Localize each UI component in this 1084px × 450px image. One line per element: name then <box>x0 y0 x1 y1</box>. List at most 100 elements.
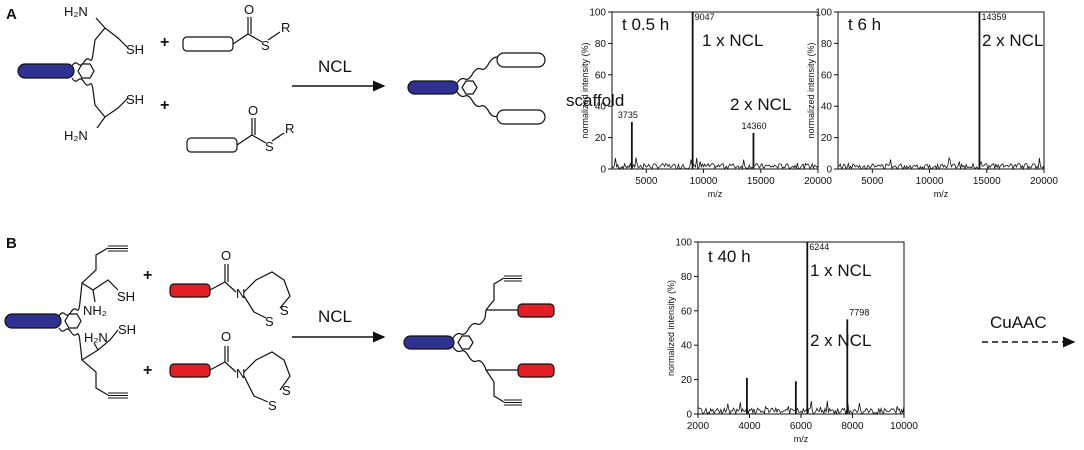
s-b-2a: S <box>282 383 291 398</box>
o-b-2: O <box>221 329 231 344</box>
thiol-top-a: SH <box>126 42 144 57</box>
scaffold-bar-b <box>4 313 62 329</box>
plot-frame <box>697 241 905 415</box>
thiazepane-bonds-b-2 <box>209 346 291 403</box>
y-axis-title: normalized intensity (%) <box>580 42 590 138</box>
s-b-2b: S <box>268 398 277 413</box>
thioester-s-a-1: S <box>261 38 270 53</box>
n-b-2: N <box>236 366 245 381</box>
h2n-b: H₂N <box>84 330 108 345</box>
y-axis-title: normalized intensity (%) <box>806 42 816 138</box>
peak-label: 14359 <box>981 12 1006 22</box>
spectrum-title: t 40 h <box>708 247 751 266</box>
alkyne-b-bottom <box>108 392 128 399</box>
peak-label: 14360 <box>741 121 766 131</box>
y-axis-title: normalized intensity (%) <box>666 280 676 376</box>
y-tick-label: 0 <box>826 165 832 176</box>
hexagon-a-product <box>461 80 478 95</box>
thiol-bottom-a: SH <box>126 92 144 107</box>
scaffold-bar-b-product <box>403 335 455 350</box>
cys-bond-a-top <box>94 17 129 49</box>
panel-b-label: B <box>6 235 17 252</box>
x-tick-label: 10000 <box>690 176 718 187</box>
y-tick-label: 20 <box>595 133 607 144</box>
product-b-linker-top <box>452 277 518 339</box>
x-tick-label: 15000 <box>747 176 775 187</box>
y-tick-label: 0 <box>600 165 606 176</box>
scaffold-bar-a-product <box>407 80 459 95</box>
x-tick-label: 8000 <box>841 421 864 432</box>
thioester-bonds-a-1 <box>232 17 281 45</box>
panel-a-label: A <box>6 6 17 23</box>
plus-b-2: + <box>143 362 152 379</box>
plus-a-2: + <box>160 97 169 114</box>
peak-label: 6244 <box>809 242 829 252</box>
red-peptide-b-1 <box>169 283 211 298</box>
peak-annotation: 2 x NCL <box>810 331 871 350</box>
x-tick-label: 20000 <box>804 176 832 187</box>
y-tick-label: 60 <box>821 70 833 81</box>
x-axis-title: m/z <box>934 189 949 199</box>
red-peptide-b-2 <box>169 363 211 378</box>
thiazepane-bonds-b-1 <box>209 264 291 319</box>
panel-a: A H₂N SH H₂N SH + + O S R O S R NCL <box>6 2 546 154</box>
s-b-1a: S <box>280 303 289 318</box>
noise-trace <box>697 400 905 416</box>
product-a-linker-bottom <box>456 91 498 118</box>
peak-label: 7798 <box>849 307 869 317</box>
thioester-s-a-2: S <box>265 139 274 154</box>
sh-b-bottom: SH <box>118 322 136 337</box>
product-a-peptide-bottom <box>496 109 546 125</box>
thioester-bonds-a-2 <box>236 118 285 146</box>
y-tick-label: 40 <box>595 102 607 113</box>
product-b-alkyne-bottom <box>504 399 522 406</box>
noise-trace <box>837 156 1045 171</box>
amine-bottom-a: H₂N <box>64 128 88 143</box>
y-tick-label: 100 <box>815 8 832 19</box>
x-tick-label: 10000 <box>916 176 944 187</box>
x-tick-label: 6000 <box>790 421 813 432</box>
product-a-linker-top <box>456 56 498 84</box>
spectrum-title: t 0.5 h <box>622 15 669 34</box>
x-tick-label: 5000 <box>635 176 658 187</box>
peptide-box-a-2 <box>186 137 238 153</box>
hexagon-b <box>64 313 82 329</box>
plus-a-1: + <box>160 34 169 51</box>
y-tick-label: 40 <box>821 102 833 113</box>
r-group-a-2: R <box>285 121 294 136</box>
y-tick-label: 80 <box>821 39 833 50</box>
peptide-box-a-1 <box>182 36 234 52</box>
wavy-linker-a-top <box>71 39 96 67</box>
ncl-label-b: NCL <box>318 307 352 326</box>
product-b-red-top <box>517 303 555 318</box>
ncl-label-a: NCL <box>318 57 352 76</box>
y-tick-label: 20 <box>681 375 693 386</box>
cys-b-bottom <box>81 329 119 361</box>
product-b-linker-bottom <box>452 346 518 403</box>
peak-annotation: scaffold <box>566 91 624 110</box>
nh2-b: NH₂ <box>83 303 107 318</box>
wavy-linker-a-bottom <box>71 77 96 106</box>
cys-bond-a-bottom <box>94 97 129 129</box>
x-axis-title: m/z <box>794 434 809 444</box>
x-tick-label: 20000 <box>1030 176 1058 187</box>
product-b-alkyne-top <box>504 275 522 282</box>
alkyne-b-top <box>108 245 128 252</box>
hexagon-b-product <box>457 335 474 350</box>
cuaac-label: CuAAC <box>990 313 1047 332</box>
x-tick-label: 2000 <box>687 421 710 432</box>
spectrum-t0-5h: 0 20 40 60 80 100 5000 10000 15000 20000 m/z normal… <box>566 8 832 200</box>
x-axis-title: m/z <box>708 189 723 199</box>
x-tick-label: 4000 <box>738 421 761 432</box>
hexagon-a <box>77 63 95 79</box>
carbonyl-o-a-1: O <box>244 2 254 17</box>
peak-label: 9047 <box>695 12 715 22</box>
panel-b: B NH₂ SH H₂N SH + + O N S S O N S S NCL <box>4 235 1076 413</box>
product-a-peptide-top <box>496 52 546 68</box>
wavy-linker-b-bottom <box>58 327 109 396</box>
cys-b-top <box>81 279 119 303</box>
carbonyl-o-a-2: O <box>248 103 258 118</box>
